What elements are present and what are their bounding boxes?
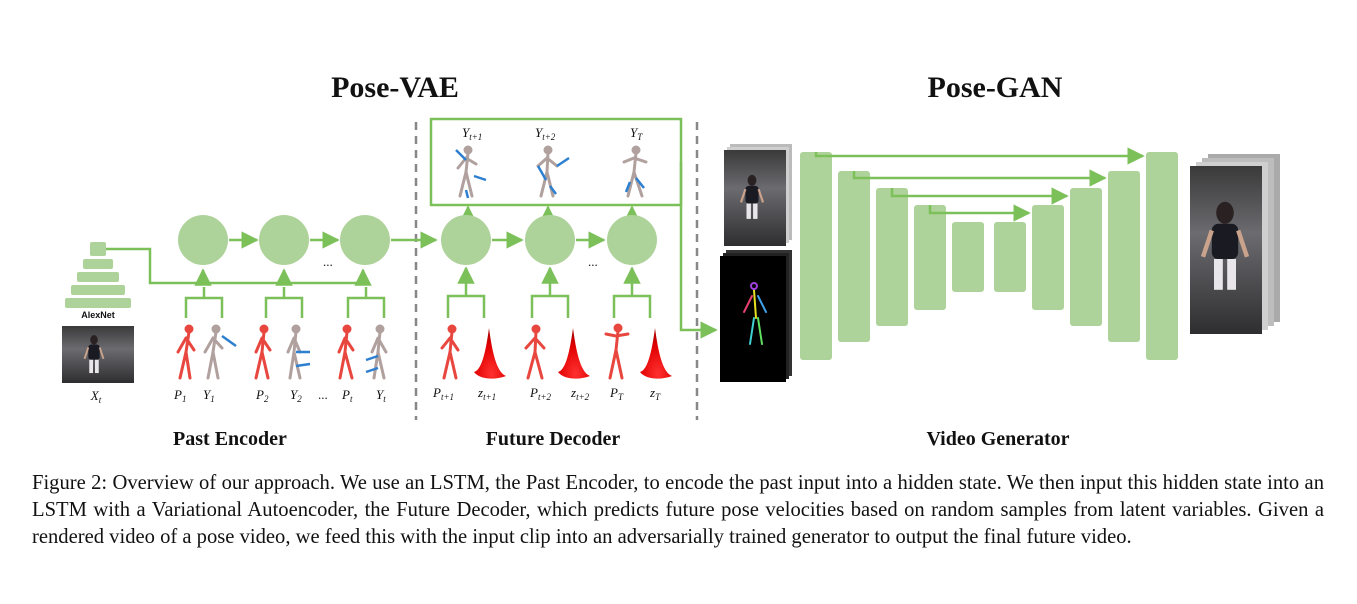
past-pose-pt [337, 324, 355, 380]
past-input-label: Y1 [203, 387, 215, 404]
input-frame-thumbnail [62, 326, 134, 383]
future-output-label: Yt+1 [462, 125, 482, 142]
velocity-arrow-icon [536, 165, 548, 181]
velocity-arrow-icon [221, 334, 237, 348]
rendered-pose-video-stack [720, 250, 792, 382]
velocity-arrow-icon [295, 362, 311, 368]
past-lstm-cell-1 [178, 215, 228, 265]
future-input-label: zt+2 [570, 385, 590, 402]
past-lstm-cell-2 [259, 215, 309, 265]
approach-overview-figure: Pose-VAE Pose-GAN AlexNet Xt ... [62, 71, 1280, 450]
predicted-velocity-3 [622, 145, 648, 198]
future-lstm-cell-1 [441, 215, 491, 265]
skip-connections [814, 147, 1145, 222]
past-lstm-cell-3 [340, 215, 390, 265]
velocity-arrow-icon [624, 181, 632, 193]
alexnet-pyramid [65, 242, 131, 308]
past-velocity-y2 [286, 324, 302, 380]
velocity-arrow-icon [635, 177, 645, 189]
past-lstm-ellipsis: ... [323, 254, 333, 269]
input-clip-stack [724, 144, 792, 246]
past-pose-p2 [254, 324, 272, 380]
past-velocity-y1 [203, 324, 224, 380]
future-output-label: Yt+2 [535, 125, 556, 142]
future-input-label: PT [609, 385, 624, 402]
velocity-arrow-icon [473, 174, 487, 182]
velocity-arrow-icon [464, 189, 470, 199]
alexnet-feature-path [106, 247, 363, 285]
future-input-label: Pt+2 [529, 385, 552, 402]
latent-distribution-icon [474, 328, 506, 379]
future-output-label: YT [630, 125, 643, 142]
past-encoder-label: Past Encoder [173, 428, 287, 450]
video-generator-label: Video Generator [926, 428, 1069, 450]
future-input-connectors [446, 266, 652, 318]
velocity-arrow-icon [549, 185, 557, 195]
past-input-connectors [184, 287, 386, 318]
output-video-stack [1190, 154, 1280, 334]
velocity-arrow-icon [365, 366, 379, 374]
future-pose-pt2 [524, 324, 546, 380]
past-input-label: Yt [376, 387, 386, 404]
future-input-label: zT [649, 385, 661, 402]
past-input-label: Y2 [290, 387, 302, 404]
future-lstm-cell-3 [607, 215, 657, 265]
past-input-ellipsis: ... [318, 387, 328, 402]
pose-render-arrow [679, 162, 718, 339]
past-input-label: P2 [255, 387, 269, 404]
velocity-arrow-icon [365, 354, 379, 362]
alexnet-label: AlexNet [81, 310, 115, 320]
past-input-label: P1 [173, 387, 186, 404]
future-lstm-ellipsis: ... [588, 254, 598, 269]
past-input-label: Pt [341, 387, 353, 404]
figure-caption: Figure 2: Overview of our approach. We u… [32, 472, 1324, 548]
velocity-arrow-icon [556, 156, 570, 168]
future-input-label: Pt+1 [432, 385, 454, 402]
latent-distribution-icon [558, 328, 590, 379]
predicted-velocity-1 [456, 145, 478, 198]
input-frame-label: Xt [90, 388, 102, 405]
future-pose-pt1 [440, 324, 460, 380]
past-velocity-yt [370, 324, 388, 380]
future-input-label: zt+1 [477, 385, 496, 402]
generator-unet [800, 152, 1178, 360]
future-decoder-label: Future Decoder [486, 428, 621, 450]
pose-gan-heading: Pose-GAN [928, 71, 1063, 104]
future-lstm-cell-2 [525, 215, 575, 265]
future-pose-pT [604, 323, 630, 380]
velocity-arrow-icon [455, 149, 467, 161]
predicted-velocity-2 [536, 145, 559, 198]
pose-vae-heading: Pose-VAE [331, 71, 459, 104]
past-pose-p1 [176, 324, 196, 380]
latent-distribution-icon [640, 328, 672, 379]
